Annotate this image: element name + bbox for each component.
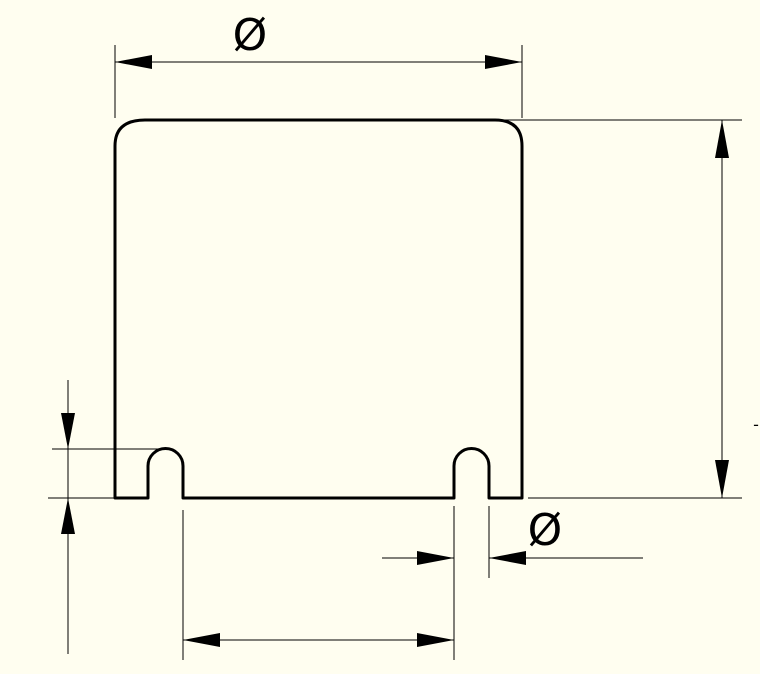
slot-spacing-dimension — [182, 506, 455, 660]
arrowhead-right — [417, 633, 454, 647]
part-outline — [113, 118, 524, 500]
top-width-dimension: Ø — [114, 10, 523, 118]
arrowhead-top — [715, 120, 729, 158]
top-width-label: Ø — [233, 10, 268, 61]
arrowhead-right — [489, 551, 526, 565]
arrowhead-up — [61, 498, 75, 534]
right-edge-mark: - — [753, 415, 759, 434]
arrowhead-left — [417, 551, 454, 565]
arrowhead-left — [183, 633, 220, 647]
slot-depth-dimension — [48, 380, 165, 654]
arrowhead-right — [485, 55, 522, 69]
arrowhead-bottom — [715, 460, 729, 498]
arrowhead-down — [61, 413, 75, 449]
arrowhead-left — [115, 55, 152, 69]
height-dimension: - — [495, 119, 759, 499]
slot-width-label: Ø — [528, 505, 563, 556]
slot-width-dimension: Ø — [382, 505, 643, 578]
